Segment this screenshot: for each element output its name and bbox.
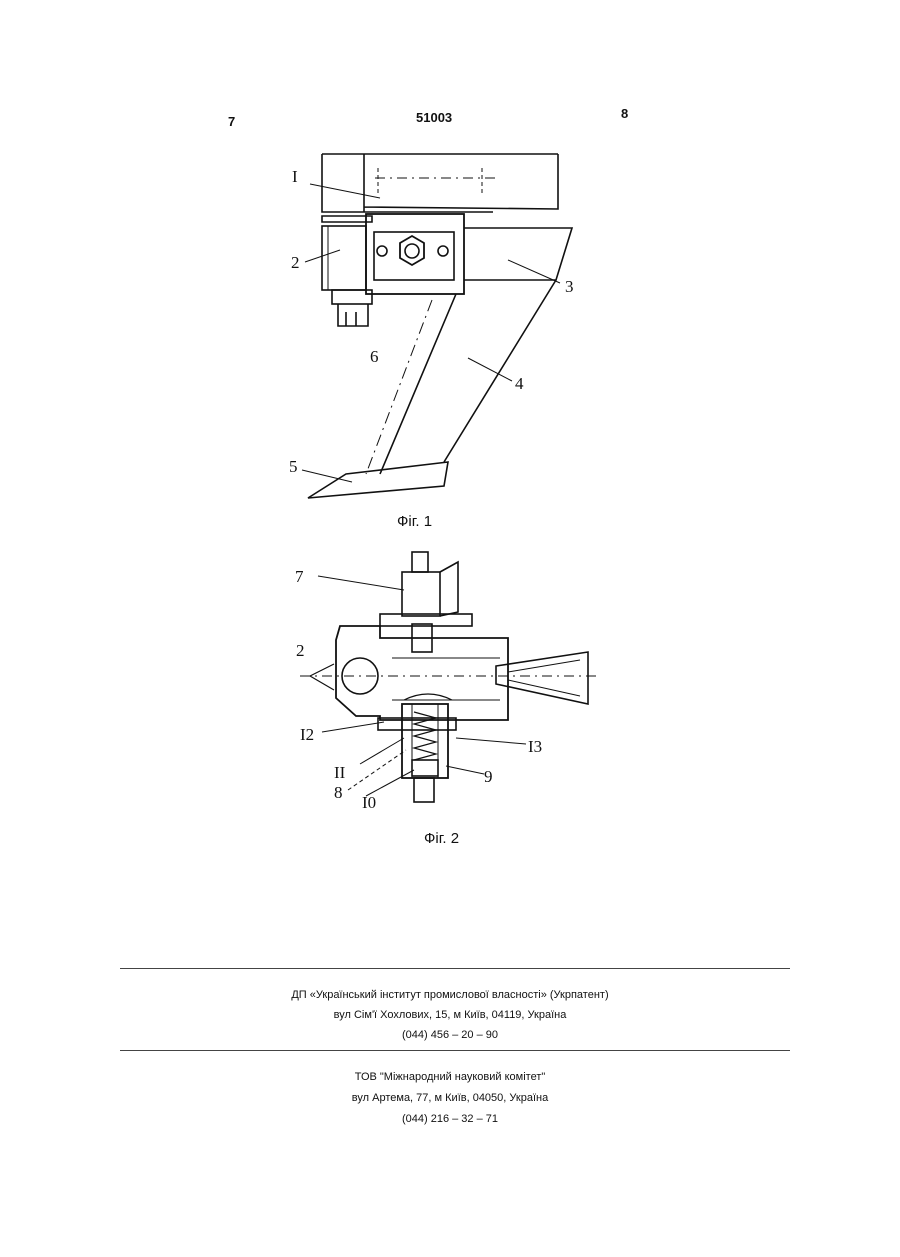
leader-13 <box>456 738 526 744</box>
tine-leg-4 <box>380 280 556 474</box>
fig1-label-5: 5 <box>289 457 298 476</box>
leader-7 <box>318 576 404 590</box>
wedge-lines <box>508 660 580 696</box>
bracket-2 <box>322 226 366 290</box>
support-tube-3 <box>464 228 572 280</box>
fig1-label-4: 4 <box>515 374 524 393</box>
top-bolt <box>412 552 428 572</box>
publisher-address: вул Сім'ї Хохлових, 15, м Київ, 04119, У… <box>0 1010 900 1021</box>
fig1-label-3: 3 <box>565 277 574 296</box>
frame-beam <box>322 154 558 212</box>
clamp-body <box>366 214 464 294</box>
publisher-phone: (044) 456 – 20 – 90 <box>0 1030 900 1041</box>
nut-bore <box>405 244 419 258</box>
fig2-label-9: 9 <box>484 767 493 786</box>
fig1-label-6: 6 <box>370 347 379 366</box>
printer-address: вул Артема, 77, м Київ, 04050, Україна <box>0 1093 900 1104</box>
footer-rule-top <box>120 968 790 969</box>
spring-seat-arc <box>404 694 452 700</box>
page-number-right: 8 <box>621 106 628 121</box>
figure-2-drawing: 7 2 I2 I3 II 9 8 I0 <box>290 548 610 828</box>
patent-number: 51003 <box>416 110 452 125</box>
fig2-label-8: 8 <box>334 783 343 802</box>
leader-I <box>310 184 380 198</box>
leader-8 <box>348 750 406 790</box>
footer-rule-middle <box>120 1050 790 1051</box>
leader-12 <box>322 722 384 732</box>
fig2-label-12: I2 <box>300 725 314 744</box>
fig2-label-10: I0 <box>362 793 376 812</box>
publisher-name: ДП «Український інститут промислової вла… <box>0 990 900 1001</box>
clamp-housing <box>336 626 508 720</box>
share-5 <box>308 462 448 498</box>
fig1-label-2: 2 <box>291 253 300 272</box>
leader-5 <box>302 470 352 482</box>
plunger-9 <box>412 760 438 776</box>
leader-11 <box>360 738 404 764</box>
wedge <box>496 652 588 704</box>
bolt-hole-right <box>438 246 448 256</box>
housing-inner-lines <box>392 658 500 700</box>
page-number-left: 7 <box>228 114 235 129</box>
fig2-label-13: I3 <box>528 737 542 756</box>
bolt-hole-left <box>377 246 387 256</box>
figure-2-caption: Фіг. 2 <box>424 830 459 847</box>
printer-phone: (044) 216 – 32 – 71 <box>0 1114 900 1125</box>
fig2-label-2: 2 <box>296 641 305 660</box>
fig1-label-I: I <box>292 167 298 186</box>
fig2-label-7: 7 <box>295 567 304 586</box>
figure-1-caption: Фіг. 1 <box>397 513 432 530</box>
clamp-plate-top <box>322 216 372 222</box>
leader-9 <box>446 766 484 774</box>
nut-bracket <box>440 562 458 616</box>
bottom-bolt <box>414 778 434 802</box>
beam-hidden-lines <box>378 168 482 196</box>
figure-1-drawing: I 2 3 4 5 6 <box>270 145 590 515</box>
nut-7 <box>402 572 440 616</box>
leg-axis-6 <box>366 300 432 474</box>
label-2-arrows <box>310 664 334 690</box>
fastener-bolts <box>338 304 368 326</box>
hex-nut <box>400 236 424 265</box>
fig2-label-11: II <box>334 763 346 782</box>
printer-name: ТОВ "Міжнародний науковий комітет" <box>0 1072 900 1083</box>
